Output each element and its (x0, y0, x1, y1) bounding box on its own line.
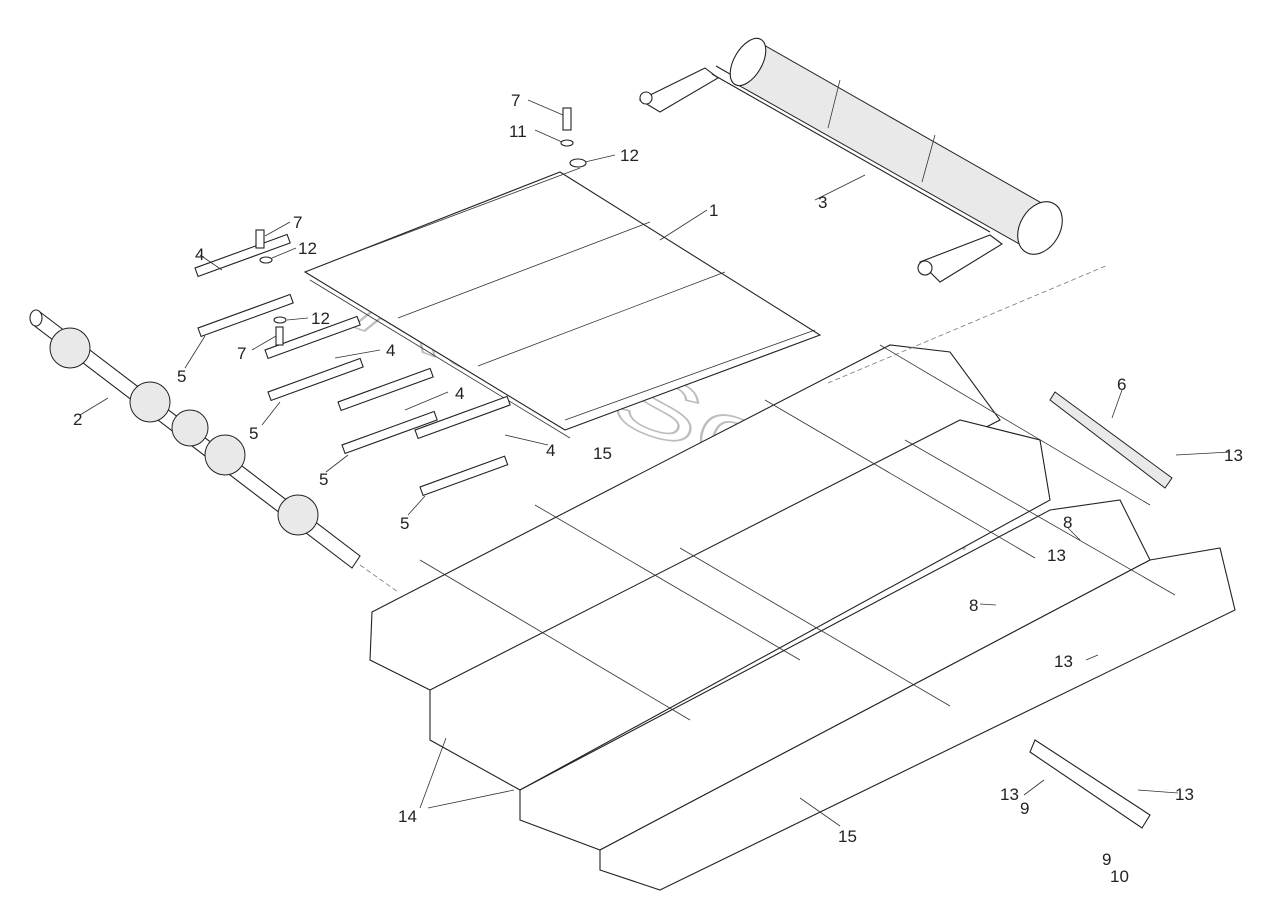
callout-8: 8 (969, 596, 978, 615)
callout-7: 7 (511, 91, 520, 110)
callout-5: 5 (319, 470, 328, 489)
callout-3: 3 (818, 193, 827, 212)
callout-4: 4 (386, 341, 395, 360)
callout-13: 13 (1224, 446, 1243, 465)
callout-5: 5 (177, 367, 186, 386)
callout-2: 2 (73, 410, 82, 429)
callout-7: 7 (237, 344, 246, 363)
callout-4: 4 (455, 384, 464, 403)
callout-12: 12 (311, 309, 330, 328)
callout-13: 13 (1175, 785, 1194, 804)
callout-12: 12 (298, 239, 317, 258)
leader-lines (79, 99, 1231, 827)
callout-11: 11 (509, 122, 527, 141)
fasteners-top (255, 107, 587, 346)
callout-7: 7 (293, 213, 302, 232)
callout-13: 13 (1047, 546, 1066, 565)
callout-4: 4 (546, 441, 555, 460)
strip-bars (194, 233, 511, 497)
callout-4: 4 (195, 245, 204, 264)
callout-14: 14 (398, 807, 417, 826)
callout-12: 12 (620, 146, 639, 165)
callout-8: 8 (1063, 513, 1072, 532)
callout-9: 9 (1020, 799, 1029, 818)
callout-1: 1 (709, 201, 718, 220)
callout-15: 15 (838, 827, 857, 846)
callout-13: 13 (1000, 785, 1019, 804)
callout-15: 15 (593, 444, 612, 463)
callout-9: 9 (1102, 850, 1111, 869)
chain-conveyor (369, 344, 1236, 891)
callout-13: 13 (1054, 652, 1073, 671)
callout-5: 5 (400, 514, 409, 533)
callout-5: 5 (249, 424, 258, 443)
cover-plate (303, 167, 822, 439)
roller-assembly (638, 37, 1063, 283)
callout-10: 10 (1110, 867, 1129, 886)
drive-shaft (29, 309, 361, 569)
callout-labels: 7 11 12 3 1 7 12 4 12 7 4 5 4 2 5 4 15 5… (73, 91, 1243, 886)
callout-6: 6 (1117, 375, 1126, 394)
